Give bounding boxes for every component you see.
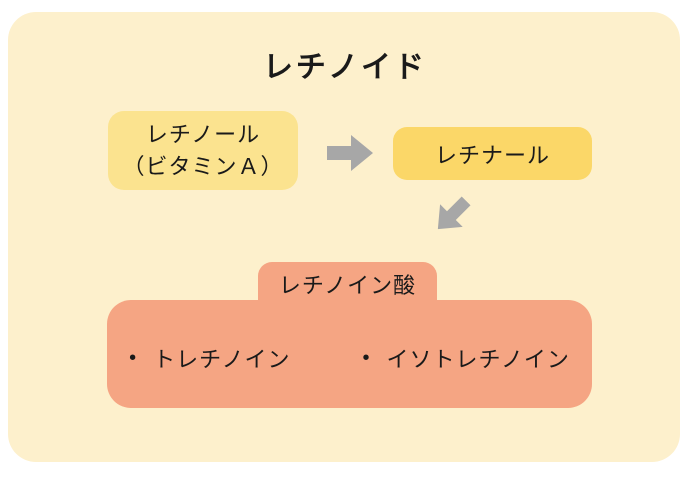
node-retinal: レチナール	[393, 127, 592, 180]
node-retinol-label-line2: （ビタミンＡ）	[122, 153, 284, 179]
retinoic-acid-group-box: • トレチノイン • イソトレチノイン	[107, 300, 592, 408]
node-retinol: レチノール （ビタミンＡ）	[108, 111, 298, 190]
list-item-isotretinoin: • イソトレチノイン	[363, 342, 570, 374]
node-retinal-label: レチナール	[434, 142, 550, 168]
right-arrow-icon	[327, 135, 373, 171]
diagram-title: レチノイド	[262, 51, 428, 84]
down-left-arrow-shape	[437, 196, 471, 230]
bullet-icon: •	[129, 347, 138, 369]
list-item-tretinoin-label: トレチノイン	[153, 347, 291, 372]
list-item-tretinoin: • トレチノイン	[129, 342, 290, 374]
node-retinoic-acid-label: レチノイン酸	[278, 273, 417, 298]
bullet-icon: •	[362, 347, 371, 369]
right-arrow-shape	[327, 135, 373, 171]
node-retinoic-acid-tab: レチノイン酸	[258, 262, 437, 306]
node-retinol-label-line1: レチノール	[145, 121, 261, 147]
list-item-isotretinoin-label: イソトレチノイン	[386, 347, 570, 372]
down-left-arrow-icon	[427, 190, 478, 241]
